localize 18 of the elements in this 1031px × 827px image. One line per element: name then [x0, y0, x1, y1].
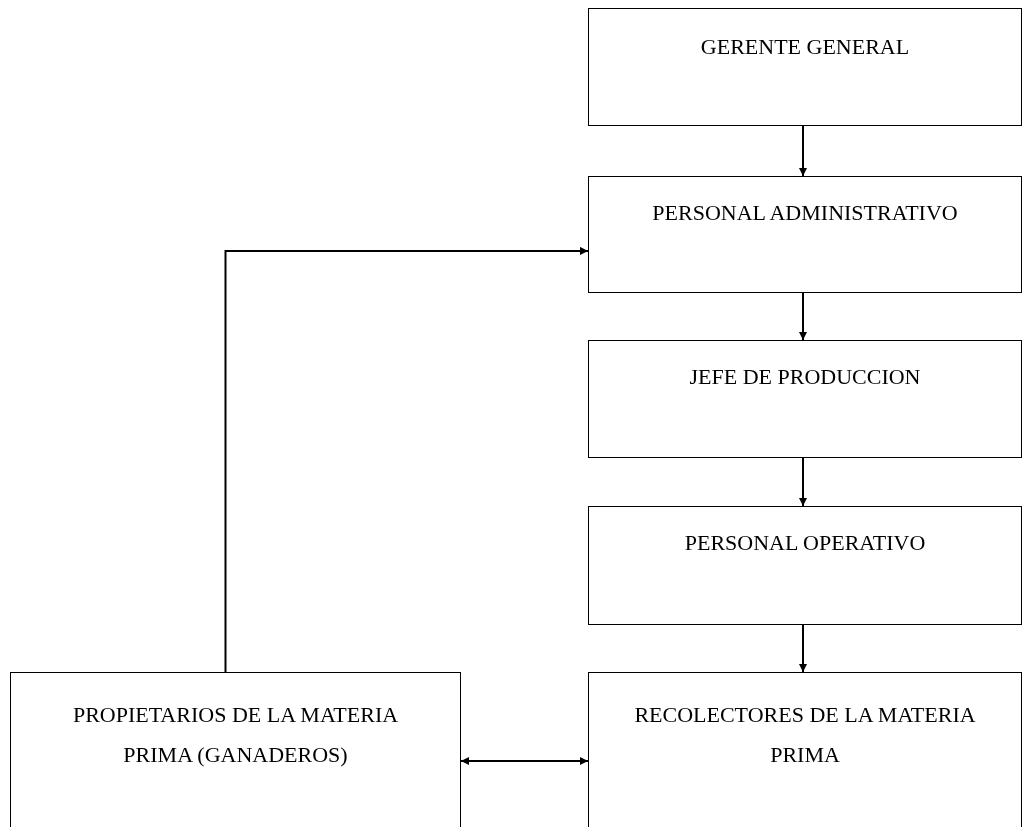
arrow [799, 624, 807, 673]
arrow [224, 246, 589, 673]
arrow [460, 757, 589, 765]
process-box [10, 672, 461, 827]
box-label: JEFE DE PRODUCCION [688, 363, 922, 391]
arrow [799, 292, 807, 341]
process-box [588, 176, 1022, 293]
arrow [799, 457, 807, 507]
box-label: PERSONAL ADMINISTRATIVO [651, 199, 959, 227]
arrow [799, 125, 807, 177]
process-box [588, 672, 1022, 827]
box-label: RECOLECTORES DE LA MATERIA PRIMA [633, 701, 977, 769]
process-box [588, 8, 1022, 126]
box-label: PROPIETARIOS DE LA MATERIA PRIMA (GANADEROS) [71, 701, 400, 769]
box-label: PERSONAL OPERATIVO [683, 529, 927, 557]
process-box [588, 340, 1022, 458]
box-label: GERENTE GENERAL [699, 33, 911, 61]
process-box [588, 506, 1022, 625]
